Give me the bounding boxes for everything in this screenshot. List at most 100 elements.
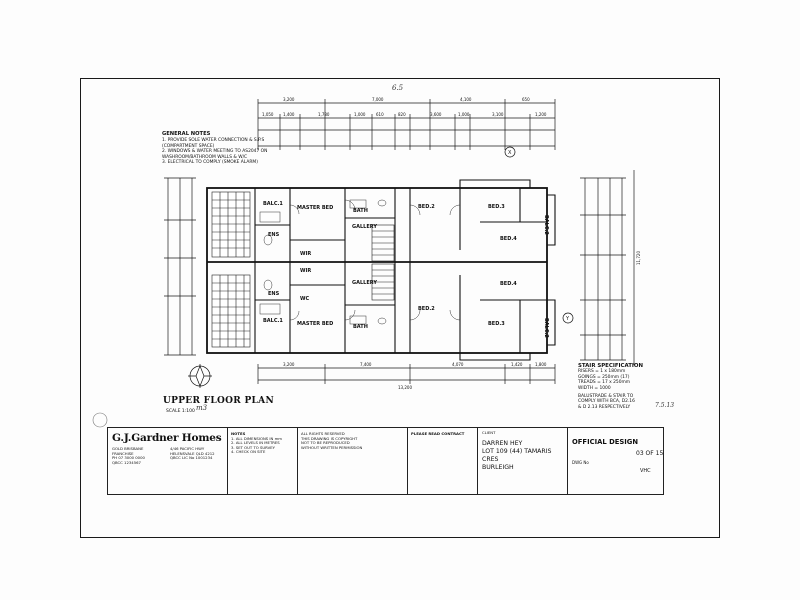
general-note-line: WASHROOM/BATHROOM WALLS & W/C <box>162 154 248 160</box>
dimension-label: 1,800 <box>535 362 547 367</box>
client-name: DARREN HEY <box>482 440 523 447</box>
room-label: BED.3 <box>488 321 505 327</box>
room-label: GALLERY <box>352 280 377 286</box>
north-point-icon <box>188 364 212 388</box>
client-label: CLIENT <box>482 430 496 435</box>
office-line: PH 07 3000 0000 <box>112 455 145 461</box>
note-line: 3. SET OUT TO SURVEY <box>231 444 275 450</box>
sheet-number: 03 OF 15 <box>636 450 664 457</box>
dimension-label: 1,000 <box>354 112 366 117</box>
dimension-total-label: 13,200 <box>398 385 412 390</box>
grid-markers <box>504 146 574 324</box>
office-line: QBCC 1234567 <box>112 459 141 465</box>
dimension-label: 3,200 <box>283 362 295 367</box>
general-notes-heading: GENERAL NOTES <box>162 131 211 137</box>
stair-spec-line: BALUSTRADE & STAIR TO <box>578 394 634 400</box>
dimension-label: 1,000 <box>458 112 470 117</box>
dimension-lines-bottom <box>257 364 556 384</box>
plan-title: UPPER FLOOR PLAN <box>163 396 274 406</box>
dimension-label: 1,200 <box>535 112 547 117</box>
design-label: OFFICIAL DESIGN <box>572 438 639 446</box>
dimension-total-label: 11,720 <box>636 251 641 265</box>
address-line: HELENSVALE QLD 4212 <box>170 450 215 456</box>
dimension-label: 7,400 <box>360 362 372 367</box>
window-bays <box>459 179 556 361</box>
client-details: DARREN HEY LOT 109 (44) TAMARIS CRES BUR… <box>482 440 567 472</box>
stair-spec-line: GOINGS = 250mm (17) <box>578 374 630 380</box>
room-label: BATH <box>353 208 368 214</box>
room-label: MASTER BED <box>297 205 333 211</box>
handwritten-note: 6.5 <box>392 84 404 92</box>
room-label: WIR <box>300 268 311 274</box>
door-swings <box>289 199 461 321</box>
room-label: WC <box>300 296 310 302</box>
title-block-client: CLIENT DARREN HEY LOT 109 (44) TAMARIS C… <box>478 428 568 494</box>
contract-heading: PLEASE READ CONTRACT <box>411 431 465 436</box>
client-lot: LOT 109 (44) TAMARIS CRES <box>482 448 552 463</box>
dimension-label: 1,420 <box>511 362 523 367</box>
punch-hole-icon <box>92 412 108 428</box>
note-line: 4. CHECK ON SITE <box>231 449 266 455</box>
building-outline <box>206 187 548 354</box>
stair-spec-line: & D 2.13 RESPECTIVELY <box>578 404 631 410</box>
balcony-decking-bottom <box>211 274 251 348</box>
room-label: BALC.2 <box>543 318 549 338</box>
stairwell-bottom <box>371 263 395 301</box>
room-label: BALC.2 <box>543 215 549 235</box>
dimension-label: 3,600 <box>430 112 442 117</box>
room-label: ENS <box>268 291 280 297</box>
client-suburb: BURLEIGH <box>482 464 514 471</box>
dimension-label: 4,070 <box>452 362 464 367</box>
room-label: BALC.1 <box>263 201 283 207</box>
stair-spec-line: WIDTH = 1000 <box>578 385 611 391</box>
notes-heading: NOTES <box>231 431 246 436</box>
room-label: WIR <box>300 251 311 257</box>
room-label: BED.2 <box>418 306 435 312</box>
general-note-line: (COMPARTMENT SPACE) <box>162 143 215 149</box>
copyright-line: NOT TO BE REPRODUCED <box>301 440 350 446</box>
room-label: BALC.1 <box>263 318 283 324</box>
grid-marker-label: Y <box>565 316 570 322</box>
address-details: 4/46 PACIFIC HWY HELENSVALE QLD 4212 QBC… <box>170 446 215 461</box>
dimension-ticks-top <box>257 99 556 150</box>
dimension-label: 3,100 <box>492 112 504 117</box>
title-block-notes: NOTES 1. ALL DIMENSIONS IN mm 2. ALL LEV… <box>228 428 298 494</box>
note-line: 1. ALL DIMENSIONS IN mm <box>231 435 282 441</box>
room-label: BED.2 <box>418 204 435 210</box>
plan-scale: SCALE 1:100 <box>166 409 195 414</box>
internal-walls <box>254 188 547 353</box>
dimension-lines-left <box>164 177 196 356</box>
bathroom-fixtures <box>259 199 387 325</box>
stair-spec-heading: STAIR SPECIFICATION <box>578 363 643 369</box>
room-label: MASTER BED <box>297 321 333 327</box>
grid-marker-x <box>504 146 516 158</box>
grid-marker-label: X <box>508 150 512 156</box>
office-details: GOLD BRISBANE FRANCHISE PH 07 3000 0000 … <box>112 446 145 465</box>
address-line: QBCC LIC No 1001234 <box>170 455 213 461</box>
handwritten-note: m3 <box>196 404 208 412</box>
stair-specification: STAIR SPECIFICATION RISERS = 1 x 180mm G… <box>578 363 688 410</box>
general-note-line: 2. WINDOWS & WATER MEETING TO AS2047 ON <box>162 149 268 155</box>
title-block: G.J.Gardner Homes GOLD BRISBANE FRANCHIS… <box>107 427 664 495</box>
dimension-lines-right <box>580 170 635 365</box>
room-label: BED.4 <box>500 236 517 242</box>
dimension-label: 1,050 <box>262 112 274 117</box>
dimension-label: 3,200 <box>283 97 295 102</box>
room-label: BED.4 <box>500 281 517 287</box>
drawing-number-label: DWG No <box>572 460 589 465</box>
revision-code: VHC <box>640 468 651 474</box>
company-logo: G.J.Gardner Homes <box>112 432 222 444</box>
balcony-decking-top <box>211 191 251 258</box>
dimension-label: 610 <box>376 112 384 117</box>
stair-spec-line: COMPLY WITH BCA, D2.16 <box>578 399 635 405</box>
room-label: BATH <box>353 324 368 330</box>
office-line: FRANCHISE <box>112 450 134 456</box>
dimension-label: 4,100 <box>460 97 472 102</box>
address-line: 4/46 PACIFIC HWY <box>170 446 205 451</box>
room-label: GALLERY <box>352 224 377 230</box>
grid-marker-y <box>562 312 574 324</box>
dimension-label: 820 <box>398 112 406 117</box>
title-block-copyright: ALL RIGHTS RESERVED THIS DRAWING IS COPY… <box>298 428 408 494</box>
